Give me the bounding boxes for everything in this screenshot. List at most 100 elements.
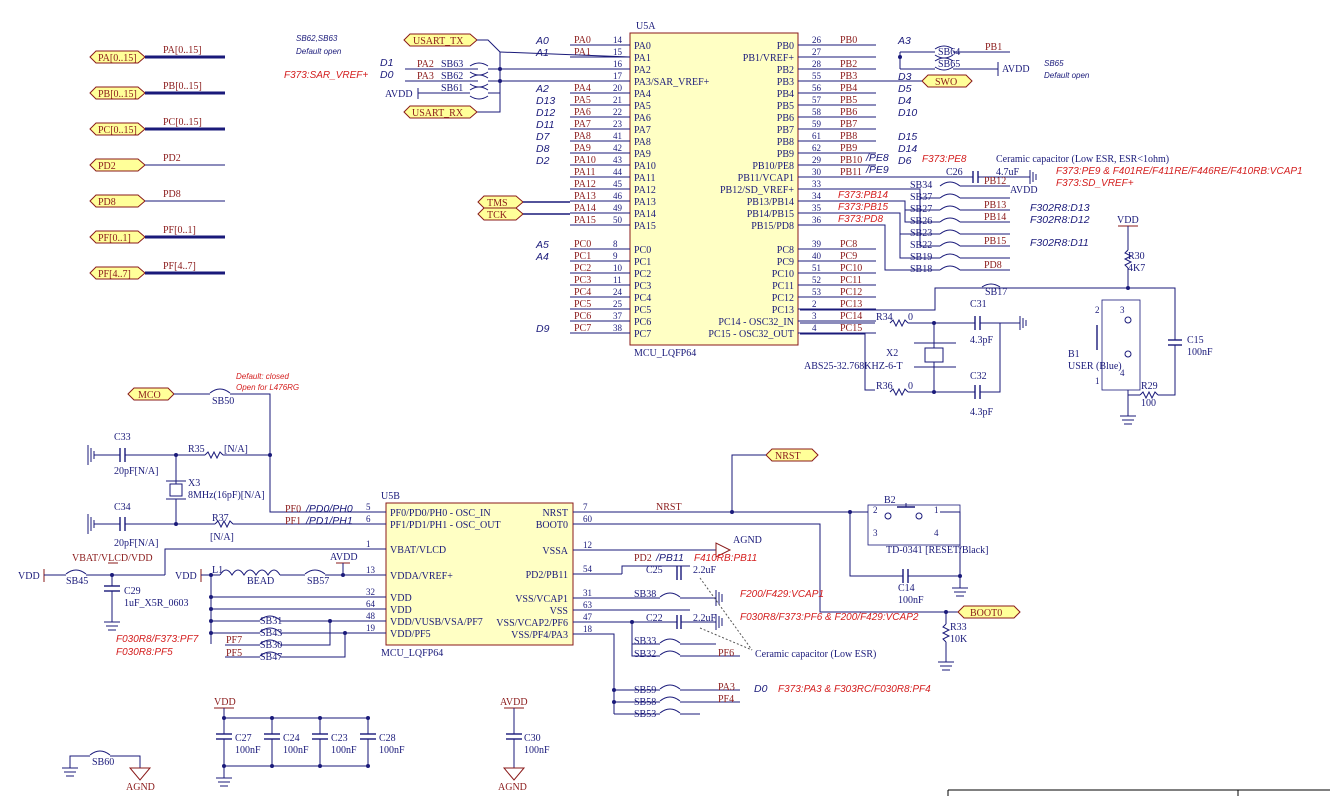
f302-d11-note: F302R8:D11 [1030,237,1089,249]
pa3-net-b: PA3 [718,682,735,693]
title-block-corner [947,789,1330,796]
u5b-pin-name: NRST [542,508,568,519]
sb62-63-note: SB62,SB63 [296,34,338,43]
u5a-pin-net: PA4 [574,83,591,94]
cap-ref: C24 [283,733,300,744]
u5a-pin-net: PB9 [840,143,857,154]
u5a-pin-net: PB3 [840,71,857,82]
sb62-label: SB62 [441,71,463,82]
r30-value: 4K7 [1128,263,1145,274]
u5b-pin-num: 7 [583,502,588,512]
u5a-pin-name: PA15 [634,221,656,232]
u5a-ref: U5A [636,21,656,32]
c29-ref: C29 [124,586,141,597]
swo-port [921,74,973,88]
u5a-pin-name: PA12 [634,185,656,196]
port-label-5: PF[0..1] [98,233,131,244]
d1-label: D1 [380,57,393,69]
u5a-pin-net: PC13 [840,299,862,310]
u5a-pin-net: PB11 [840,167,862,178]
l1-ref: L1 [212,565,223,576]
cap-value: 100nF [379,745,405,756]
u5a-pin-num: 26 [812,35,822,45]
mco-label: MCO [138,390,161,401]
u5a-pin-num: 40 [812,251,822,261]
u5a-arduino-label: D6 [898,155,912,167]
u5a-pin-num: 21 [613,95,622,105]
u5a-pin-name: PC11 [772,281,794,292]
pe9-label: /PE9 [865,164,889,176]
port-net-2: PC[0..15] [163,117,202,128]
usart-rx-label: USART_RX [412,108,464,119]
u5a-pin-num: 30 [812,167,822,177]
u5a-part: MCU_LQFP64 [634,348,696,359]
vdd-label-a: VDD [18,571,40,582]
u5a-pin-name: PB5 [777,101,794,112]
x2-value: ABS25-32.768KHZ-6-T [804,361,903,372]
port-label-3: PD2 [98,161,116,172]
u5a-pin-name: PA7 [634,125,651,136]
u5a-arduino-label: D12 [536,107,555,119]
agnd-label-3: AGND [126,782,155,793]
f030-pf5-note: F030R8:PF5 [116,647,173,658]
u5a-pin-num: 4 [812,323,817,333]
u5b-pin-name: VSS/PF4/PA3 [511,630,568,641]
u5a-arduino-label: A5 [535,239,549,251]
u5b-pin-num: 1 [366,539,371,549]
sb61-label: SB61 [441,83,463,94]
pa3-net: PA3 [417,71,434,82]
u5a-pin-num: 43 [613,155,623,165]
u5a-pin-net: PC0 [574,239,591,250]
u5a-pin-num: 61 [812,131,821,141]
u5a-pin-name: PC14 - OSC32_IN [718,317,794,328]
f410-note: F410RB:PB11 [694,553,757,564]
u5a-pin-num: 51 [812,263,821,273]
pe8-label: /PE8 [865,152,889,164]
sb38-label: SB38 [634,589,656,600]
u5a-pin-name: PB13/PB14 [747,197,794,208]
td0341-label: TD-0341 [RESET/Black] [886,545,988,556]
u5a-pin-net: PA0 [574,35,591,46]
r33-ref: R33 [950,622,967,633]
u5a-pin-num: 34 [812,191,822,201]
nrst-port [765,448,819,462]
u5a-pin-num: 42 [613,143,622,153]
u5b-pin-name: VDD/VUSB/VSA/PF7 [390,617,483,628]
u5a-pin-num: 8 [613,239,618,249]
x3-ref: X3 [188,478,200,489]
port-net-6: PF[4..7] [163,261,196,272]
u5a-pin-num: 58 [812,107,822,117]
u5b-part: MCU_LQFP64 [381,648,443,659]
pb11-alt: /PB11 [655,552,684,564]
u5a-pin-name: PC13 [772,305,794,316]
sb31-label: SB31 [260,616,282,627]
u5a-pin-num: 24 [613,287,623,297]
left-ports: PA[0..15]PA[0..15]PB[0..15]PB[0..15]PC[0… [89,45,225,280]
u5a-pin-num: 20 [613,83,623,93]
c26-ref: C26 [946,167,963,178]
u5a-pin-name: PB4 [777,89,794,100]
u5b-pin-num: 13 [366,565,376,575]
u5a-pin-net: PA7 [574,119,591,130]
pf0-net: PF0 [285,504,301,515]
u5a-pin-name: PC12 [772,293,794,304]
avdd-label-5: AVDD [500,697,528,708]
u5b-pin-num: 31 [583,588,592,598]
agnd-label-2: AGND [498,782,527,793]
u5a-pin-net: PC4 [574,287,591,298]
f302-d12-note: F302R8:D12 [1030,214,1090,226]
u5b-pin-name: VDD/PF5 [390,629,431,640]
user-button-label: USER (Blue) [1068,361,1122,372]
u5a-arduino-label: D11 [536,119,554,131]
u5a-pin-net: PA10 [574,155,596,166]
u5a-pin-net: PC2 [574,263,591,274]
u5a-pin-num: 44 [613,167,623,177]
u5a-pin-net: PB0 [840,35,857,46]
c25-ref: C25 [646,565,663,576]
sb-net: PB13 [984,200,1006,211]
u5a-pin-name: PB3 [777,77,794,88]
u5a-pin-name: PB7 [777,125,794,136]
u5a-arduino-label: D13 [536,95,555,107]
